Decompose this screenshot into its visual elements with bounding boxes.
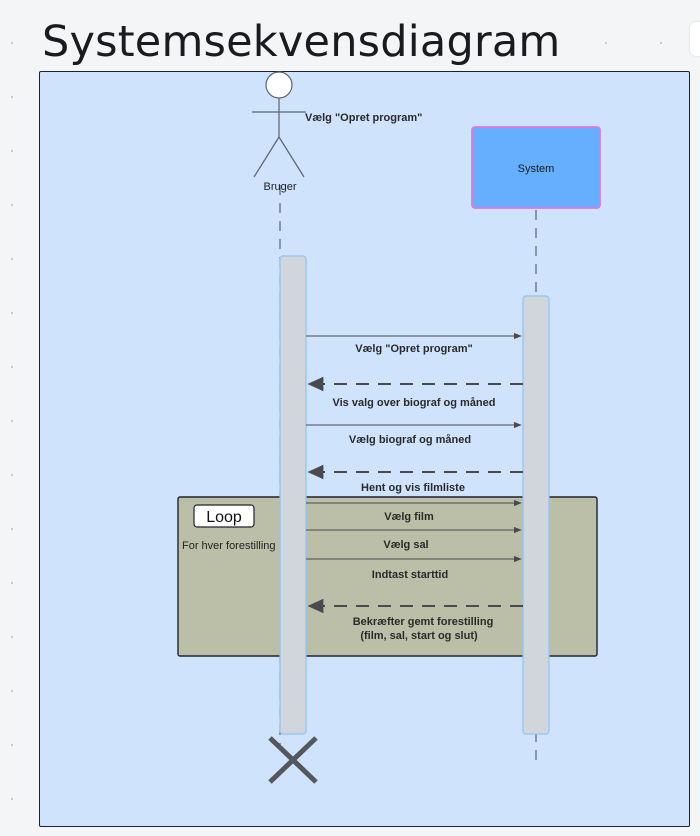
canvas-dot: [11, 150, 13, 152]
canvas-dot: [11, 582, 13, 584]
message-2-label: Vis valg over biograf og måned: [332, 397, 495, 409]
loop-message-1-label: Vælg film: [384, 511, 434, 523]
canvas-dot: [11, 744, 13, 746]
loop-guard: For hver forestilling: [182, 540, 276, 552]
loop-message-4[interactable]: Bekræfter gemt forestilling (film, sal, …: [307, 598, 523, 642]
canvas-dot: [11, 690, 13, 692]
loop-message-3[interactable]: Indtast starttid: [306, 555, 522, 581]
canvas-dot: [605, 42, 607, 44]
canvas-dot: [11, 420, 13, 422]
actor-name: Bruger: [263, 181, 296, 193]
message-2[interactable]: Vis valg over biograf og måned: [307, 376, 523, 409]
system-label: System: [518, 163, 555, 175]
message-4[interactable]: Hent og vis filmliste: [307, 464, 523, 494]
canvas-dot: [11, 798, 13, 800]
loop-message-2[interactable]: Vælg sal: [306, 526, 522, 551]
loop-message-4-label: Bekræfter gemt forestilling: [353, 616, 494, 628]
canvas-dot: [11, 474, 13, 476]
message-1[interactable]: Vælg "Opret program": [306, 332, 522, 355]
loop-message-4-label-line2: (film, sal, start og slut): [360, 630, 478, 642]
system-activation-bar[interactable]: [522, 295, 550, 735]
message-4-label: Hent og vis filmliste: [361, 482, 465, 494]
canvas-dot: [660, 42, 662, 44]
message-3[interactable]: Vælg biograf og måned: [306, 421, 522, 446]
loop-tag-label: Loop: [206, 509, 242, 526]
canvas-dot: [11, 258, 13, 260]
loop-message-2-label: Vælg sal: [383, 539, 428, 551]
actor-note: Vælg "Opret program": [305, 112, 422, 124]
canvas-dot: [11, 312, 13, 314]
message-3-label: Vælg biograf og måned: [349, 434, 471, 446]
system-box[interactable]: System: [471, 126, 601, 209]
canvas-dot: [11, 42, 13, 44]
actor-activation-bar[interactable]: [279, 255, 307, 735]
canvas-dot: [11, 204, 13, 206]
loop-message-1[interactable]: Vælg film: [306, 499, 522, 523]
side-panel-edge[interactable]: [690, 22, 700, 56]
stick-figure-icon: [252, 71, 306, 178]
page-title: Systemsekvensdiagram: [42, 17, 561, 67]
message-1-label: Vælg "Opret program": [355, 343, 472, 355]
canvas-dot: [11, 96, 13, 98]
loop-message-3-label: Indtast starttid: [372, 569, 448, 581]
canvas-dot: [11, 366, 13, 368]
loop-tag: Loop: [193, 504, 255, 528]
actor[interactable]: Bruger: [252, 71, 306, 193]
x-destroy-icon: [268, 736, 318, 784]
canvas-dot: [11, 528, 13, 530]
canvas-dot: [11, 636, 13, 638]
